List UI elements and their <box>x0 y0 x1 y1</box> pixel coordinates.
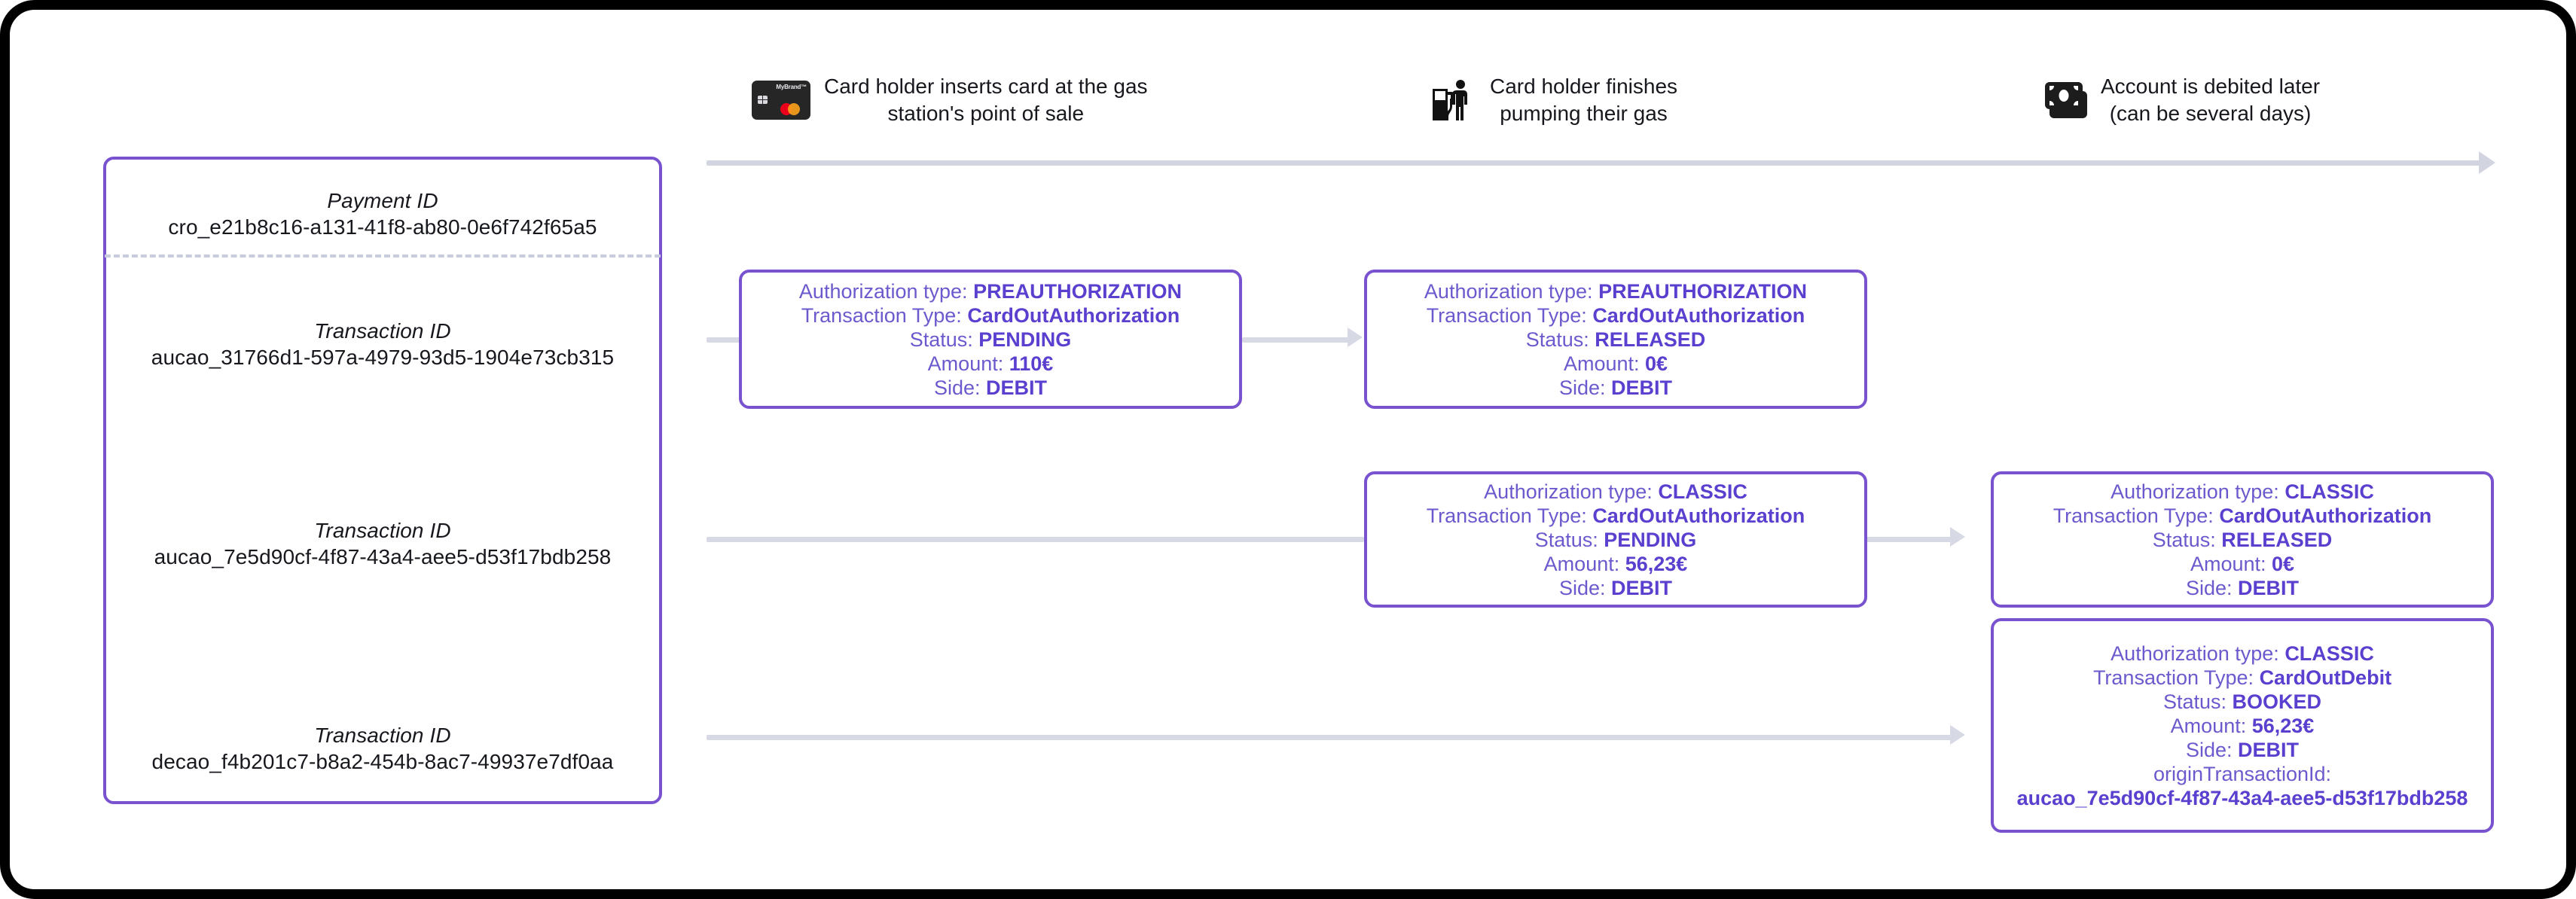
detail-line: Status: PENDING <box>909 328 1072 351</box>
detail-line: Side: DEBIT <box>1558 576 1673 599</box>
mastercard-logo-icon-b <box>788 103 800 115</box>
detail-line: Authorization type: PREAUTHORIZATION <box>1424 279 1808 303</box>
payment-id-block: Payment ID cro_e21b8c16-a131-41f8-ab80-0… <box>103 188 662 241</box>
detail-line: Transaction Type: CardOutAuthorization <box>2053 504 2432 527</box>
banknotes-icon <box>2045 82 2087 118</box>
panel-divider <box>105 254 661 258</box>
payment-summary-panel <box>103 157 662 804</box>
transaction-id-label: Transaction ID <box>314 319 451 343</box>
step-finish-pumping: Card holder finishes pumping their gas <box>1430 73 1677 127</box>
detail-box-classic-booked[interactable]: Authorization type: CLASSIC Transaction … <box>1991 618 2494 833</box>
payment-id-value: cro_e21b8c16-a131-41f8-ab80-0e6f742f65a5 <box>168 215 597 239</box>
detail-line-origin-label: originTransactionId: <box>2153 762 2332 785</box>
detail-line: Amount: 56,23€ <box>2170 714 2315 737</box>
connector-panel-to-box3 <box>707 537 1364 542</box>
detail-line: Status: BOOKED <box>2162 690 2322 713</box>
detail-box-classic-pending[interactable]: Authorization type: CLASSIC Transaction … <box>1364 471 1867 608</box>
connector-box3-to-box4-arrowhead <box>1950 527 1965 547</box>
detail-line: Transaction Type: CardOutAuthorization <box>801 303 1180 327</box>
detail-line: Authorization type: PREAUTHORIZATION <box>798 279 1183 303</box>
detail-line: Amount: 0€ <box>1563 352 1668 375</box>
detail-line: Authorization type: CLASSIC <box>2111 480 2374 503</box>
transaction-id-block-1: Transaction ID aucao_31766d1-597a-4979-9… <box>118 318 647 371</box>
detail-line: Authorization type: CLASSIC <box>2111 641 2374 665</box>
detail-box-preauth-pending[interactable]: Authorization type: PREAUTHORIZATION Tra… <box>739 270 1242 409</box>
timeline-axis <box>707 160 2480 166</box>
step-label-insert-card: Card holder inserts card at the gas stat… <box>824 75 1148 125</box>
detail-line: Amount: 56,23€ <box>1543 552 1688 575</box>
timeline-arrowhead <box>2479 151 2495 174</box>
detail-line: Amount: 0€ <box>2190 552 2295 575</box>
transaction-id-label: Transaction ID <box>314 724 451 747</box>
transaction-id-label: Transaction ID <box>314 519 451 542</box>
connector-panel-to-box5-arrowhead <box>1950 725 1965 745</box>
transaction-id-value: aucao_31766d1-597a-4979-93d5-1904e73cb31… <box>151 346 615 369</box>
detail-line: Side: DEBIT <box>933 376 1048 399</box>
detail-line: Side: DEBIT <box>2185 576 2300 599</box>
transaction-id-block-3: Transaction ID decao_f4b201c7-b8a2-454b-… <box>118 723 647 776</box>
transaction-id-block-2: Transaction ID aucao_7e5d90cf-4f87-43a4-… <box>118 518 647 571</box>
connector-panel-to-box5 <box>707 735 1952 740</box>
diagram-canvas: Payment ID cro_e21b8c16-a131-41f8-ab80-0… <box>10 10 2566 889</box>
detail-line: Transaction Type: CardOutDebit <box>2092 666 2392 689</box>
card-brand-label: MyBrand™ <box>776 84 807 90</box>
detail-line: Transaction Type: CardOutAuthorization <box>1426 303 1805 327</box>
detail-line: Status: PENDING <box>1534 528 1697 551</box>
detail-line: Authorization type: CLASSIC <box>1484 480 1747 503</box>
credit-card-icon: MyBrand™ <box>752 81 810 120</box>
detail-box-preauth-released[interactable]: Authorization type: PREAUTHORIZATION Tra… <box>1364 270 1867 409</box>
step-account-debited: Account is debited later (can be several… <box>2043 73 2320 127</box>
gas-pump-person-icon <box>1433 80 1467 120</box>
detail-line: Transaction Type: CardOutAuthorization <box>1426 504 1805 527</box>
transaction-id-value: decao_f4b201c7-b8a2-454b-8ac7-49937e7df0… <box>151 750 614 773</box>
detail-line: Amount: 110€ <box>927 352 1054 375</box>
step-insert-card: MyBrand™ Card holder inserts card at the… <box>752 73 1148 127</box>
step-label-finish-pumping: Card holder finishes pumping their gas <box>1490 75 1678 125</box>
detail-line: Side: DEBIT <box>2185 738 2300 761</box>
payment-id-label: Payment ID <box>327 189 438 212</box>
connector-box1-to-box2 <box>1242 337 1349 343</box>
connector-box1-to-box2-arrowhead <box>1348 328 1363 347</box>
step-label-account-debited: Account is debited later (can be several… <box>2101 75 2321 125</box>
detail-line: Status: RELEASED <box>2152 528 2333 551</box>
detail-box-classic-released[interactable]: Authorization type: CLASSIC Transaction … <box>1991 471 2494 608</box>
detail-line: Side: DEBIT <box>1558 376 1673 399</box>
detail-line: Status: RELEASED <box>1525 328 1706 351</box>
card-chip-icon <box>758 96 768 104</box>
detail-line-origin-value: aucao_7e5d90cf-4f87-43a4-aee5-d53f17bdb2… <box>2016 786 2468 809</box>
transaction-id-value: aucao_7e5d90cf-4f87-43a4-aee5-d53f17bdb2… <box>154 545 612 568</box>
